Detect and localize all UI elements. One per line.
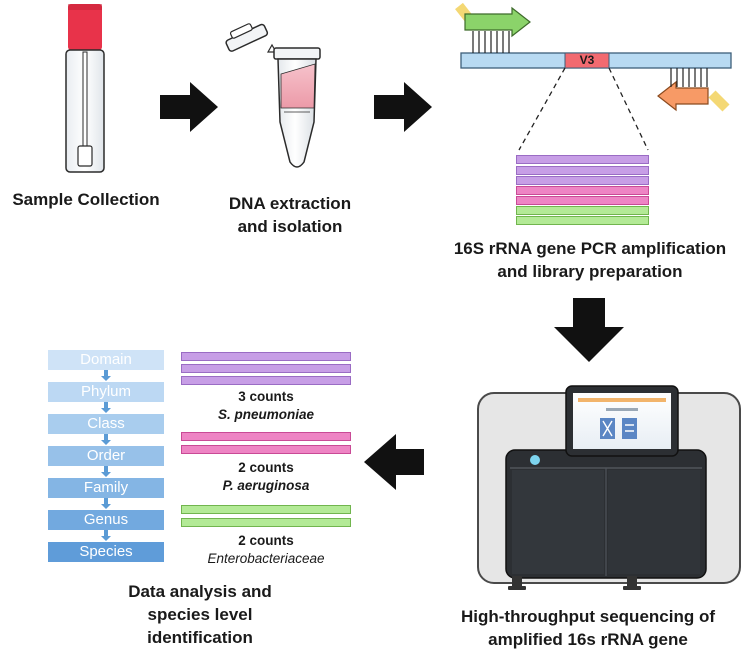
step-label-line: 16S rRNA gene PCR amplification [453, 239, 727, 258]
library-read [516, 216, 649, 225]
read-count: 3 counts [238, 389, 294, 404]
arrow-icon [374, 82, 432, 132]
taxonomy-level-species: Species [48, 542, 164, 562]
library-read [516, 186, 649, 195]
step-label-dna-extraction: DNA extraction and isolation [215, 192, 365, 238]
step-label-line: and isolation [237, 217, 343, 236]
sequence-read [181, 352, 351, 361]
sequence-read [181, 364, 351, 373]
taxonomy-level-domain: Domain [48, 350, 164, 370]
species-name: Enterobacteriaceae [207, 551, 325, 566]
status-light [530, 455, 540, 465]
read-count: 2 counts [238, 460, 294, 475]
sequence-read [181, 432, 351, 441]
step-label-line: species level [147, 605, 253, 624]
sequence-read [181, 376, 351, 385]
group-label-enterobacteriaceae: 2 counts Enterobacteriaceae [181, 532, 351, 568]
step-label-sequencing: High-throughput sequencing of amplified … [438, 605, 738, 651]
arrow-icon [160, 82, 218, 132]
step-label-line: and library preparation [497, 262, 683, 281]
step-label-pcr: 16S rRNA gene PCR amplification and libr… [440, 237, 740, 283]
species-name: P. aeruginosa [222, 478, 310, 493]
v3-region-label: V3 [579, 53, 595, 67]
group-label-p-aeruginosa: 2 counts P. aeruginosa [181, 459, 351, 495]
group-label-s-pneumoniae: 3 counts S. pneumoniae [181, 388, 351, 424]
step-label-data-analysis: Data analysis and species level identifi… [110, 580, 290, 649]
step-label-line: amplified 16s rRNA gene [488, 630, 688, 649]
sequence-read [181, 445, 351, 454]
taxonomy-connectors [101, 370, 111, 541]
step-label-line: Data analysis and [128, 582, 272, 601]
library-read [516, 196, 649, 205]
step-label-line: Sample Collection [12, 190, 160, 209]
species-name: S. pneumoniae [217, 407, 315, 422]
step-label-line: DNA extraction [228, 194, 352, 213]
library-read [516, 176, 649, 185]
step-label-sample-collection: Sample Collection [6, 188, 166, 211]
taxonomy-level-phylum: Phylum [48, 382, 164, 402]
sequencer-icon [477, 385, 741, 590]
taxonomy-level-family: Family [48, 478, 164, 498]
arrow-down-icon [554, 298, 624, 362]
library-read [516, 206, 649, 215]
arrow-left-icon [364, 434, 424, 490]
microcentrifuge-tube-icon [225, 23, 321, 168]
taxonomy-level-class: Class [48, 414, 164, 434]
read-count: 2 counts [238, 533, 294, 548]
tube-liquid [280, 63, 316, 109]
sequence-read [181, 505, 351, 514]
v3-region [564, 52, 610, 69]
reverse-primer [657, 68, 730, 112]
tube-cap [68, 4, 102, 50]
library-read [516, 166, 649, 175]
taxonomy-level-genus: Genus [48, 510, 164, 530]
taxonomy-level-order: Order [48, 446, 164, 466]
pcr-diagram [455, 2, 732, 151]
library-read [516, 155, 649, 164]
forward-primer [455, 2, 531, 53]
sequence-read [181, 518, 351, 527]
step-label-line: identification [147, 628, 253, 647]
sample-tube-icon [65, 4, 105, 173]
step-label-line: High-throughput sequencing of [460, 607, 715, 626]
